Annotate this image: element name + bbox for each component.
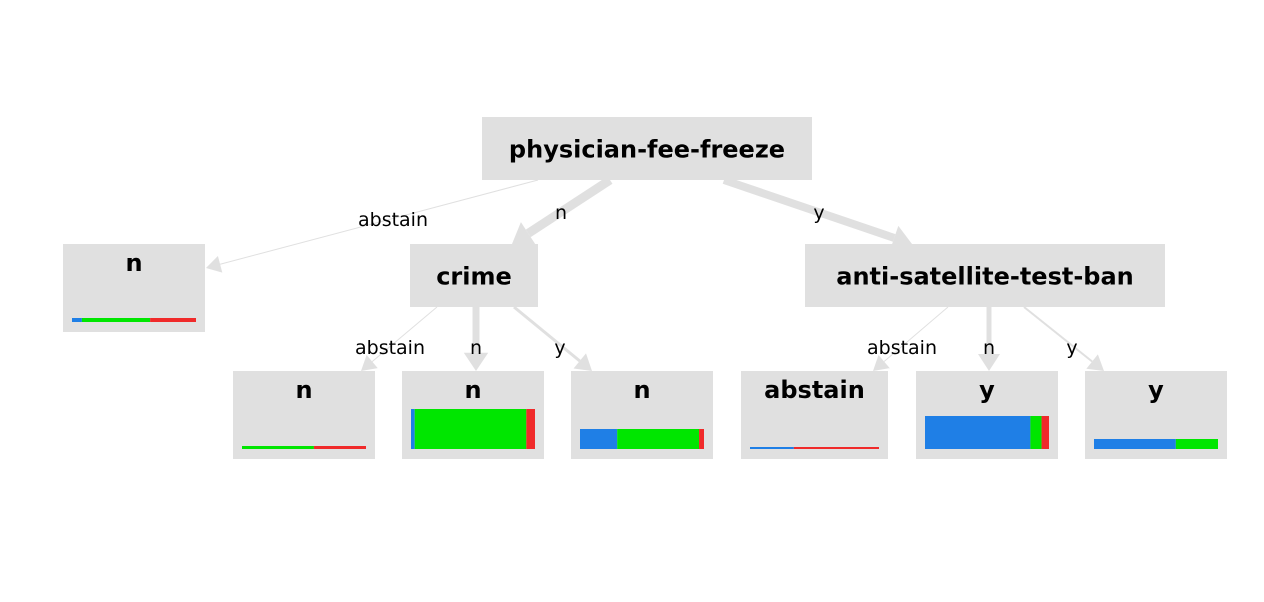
node-box bbox=[741, 371, 888, 459]
nodes-layer: physician-fee-freeze n crime anti-satellite… bbox=[63, 117, 1227, 459]
edge-crime-to-crime_abstain: abstain bbox=[355, 306, 438, 371]
split-node-crime[interactable]: crime bbox=[410, 244, 538, 307]
node-label: n bbox=[633, 376, 650, 404]
node-label: abstain bbox=[764, 376, 865, 404]
edge-line bbox=[219, 179, 539, 265]
class-dist-segment-blue bbox=[411, 409, 415, 449]
class-dist-segment-blue bbox=[925, 416, 1031, 449]
arrowhead-icon bbox=[361, 355, 378, 371]
arrowhead-icon bbox=[978, 354, 1000, 371]
class-dist-segment-red bbox=[699, 429, 704, 449]
edge-line bbox=[513, 305, 581, 363]
class-dist-segment-blue bbox=[580, 429, 618, 449]
arrowhead-icon bbox=[573, 353, 592, 371]
edge-label: abstain bbox=[867, 337, 937, 359]
class-dist-segment-red bbox=[313, 446, 366, 449]
arrowhead-icon bbox=[463, 352, 489, 371]
edge-label: y bbox=[1066, 337, 1077, 359]
node-label: y bbox=[979, 376, 995, 404]
edge-label: n bbox=[555, 202, 567, 224]
class-dist-segment-green bbox=[81, 318, 151, 322]
arrowhead-icon bbox=[206, 255, 223, 273]
node-label: y bbox=[1148, 376, 1164, 404]
node-box bbox=[410, 244, 538, 307]
node-label: n bbox=[295, 376, 312, 404]
node-box bbox=[233, 371, 375, 459]
class-dist-segment-blue bbox=[72, 318, 82, 322]
edge-ast_ban-to-ast_y: y bbox=[1023, 306, 1104, 371]
node-label: anti-satellite-test-ban bbox=[836, 263, 1134, 291]
class-dist-segment-red bbox=[1041, 416, 1049, 449]
leaf-node-ast_n[interactable]: y bbox=[916, 371, 1058, 459]
edge-line bbox=[371, 306, 438, 362]
class-dist-segment-blue bbox=[1094, 439, 1176, 449]
edge-label: n bbox=[470, 337, 482, 359]
class-dist-segment-green bbox=[1175, 439, 1218, 449]
node-box bbox=[63, 244, 205, 332]
arrowhead-icon bbox=[1086, 354, 1104, 371]
edge-line bbox=[883, 306, 949, 362]
node-label: n bbox=[125, 249, 142, 277]
class-dist-segment-green bbox=[242, 446, 314, 449]
edge-label: n bbox=[983, 337, 995, 359]
node-label: physician-fee-freeze bbox=[509, 136, 785, 164]
leaf-node-crime_n[interactable]: n bbox=[402, 371, 544, 459]
edge-line bbox=[1023, 306, 1093, 363]
edge-root-to-ast_ban: y bbox=[722, 176, 912, 251]
edge-line bbox=[525, 176, 613, 238]
class-dist-segment-red bbox=[793, 447, 879, 449]
leaf-node-ast_abstain[interactable]: abstain bbox=[741, 371, 888, 459]
arrowhead-icon bbox=[512, 222, 536, 245]
node-label: crime bbox=[436, 263, 512, 291]
class-dist-segment-green bbox=[414, 409, 527, 449]
edge-root-to-crime: n bbox=[512, 176, 613, 245]
leaf-node-pff_abstain[interactable]: n bbox=[63, 244, 205, 332]
class-dist-segment-blue bbox=[750, 447, 794, 449]
leaf-node-ast_y[interactable]: y bbox=[1085, 371, 1227, 459]
edges-layer: abstain n y abstain n y abstain n y bbox=[206, 176, 1104, 371]
leaf-node-crime_abstain[interactable]: n bbox=[233, 371, 375, 459]
edge-ast_ban-to-ast_abstain: abstain bbox=[867, 306, 949, 371]
edge-line bbox=[722, 176, 896, 242]
class-dist-segment-red bbox=[150, 318, 196, 322]
edge-label: abstain bbox=[358, 209, 428, 231]
node-box bbox=[805, 244, 1165, 307]
edge-crime-to-crime_y: y bbox=[513, 305, 592, 371]
arrowhead-icon bbox=[873, 354, 890, 371]
class-dist-segment-green bbox=[1030, 416, 1042, 449]
edge-label: y bbox=[554, 337, 565, 359]
split-node-root[interactable]: physician-fee-freeze bbox=[482, 117, 812, 180]
edge-ast_ban-to-ast_n: n bbox=[978, 307, 1000, 371]
leaf-node-crime_y[interactable]: n bbox=[571, 371, 713, 459]
edge-label: y bbox=[813, 202, 824, 224]
edge-label: abstain bbox=[355, 337, 425, 359]
edge-crime-to-crime_n: n bbox=[463, 307, 489, 371]
node-label: n bbox=[464, 376, 481, 404]
class-dist-segment-red bbox=[526, 409, 535, 449]
split-node-ast_ban[interactable]: anti-satellite-test-ban bbox=[805, 244, 1165, 307]
edge-root-to-pff_abstain: abstain bbox=[206, 179, 539, 273]
node-box bbox=[482, 117, 812, 180]
class-dist-segment-green bbox=[617, 429, 700, 449]
